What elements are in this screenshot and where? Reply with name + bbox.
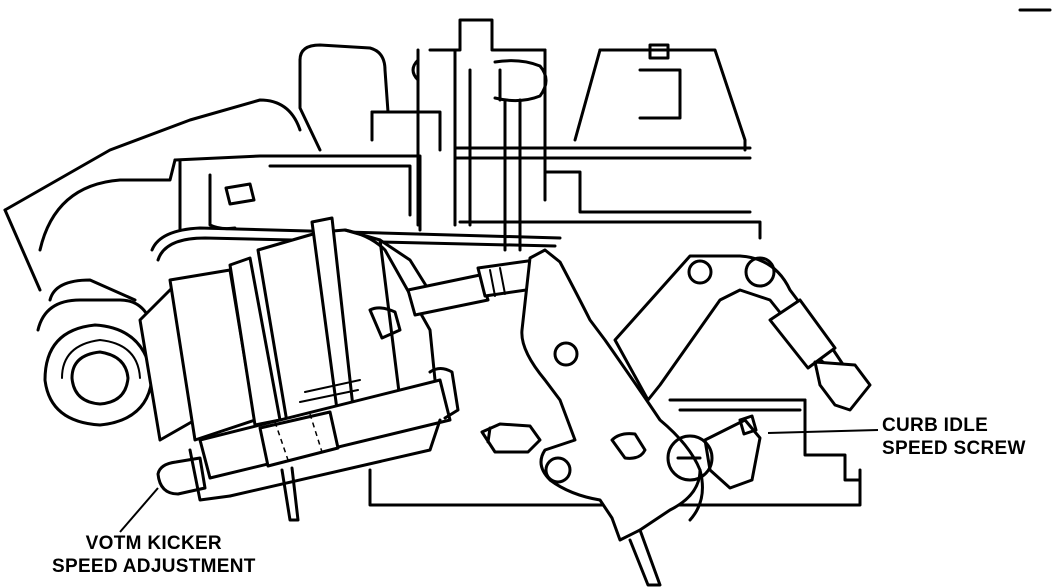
curb-idle-label-line2: SPEED SCREW bbox=[882, 438, 1026, 459]
curb-idle-label-line1: CURB IDLE bbox=[882, 415, 989, 436]
hex-nut bbox=[480, 422, 542, 454]
votm-kicker-label-line1: VOTM KICKER bbox=[85, 533, 222, 554]
votm-kicker-assembly bbox=[138, 216, 542, 522]
curb-idle-speed-screw-label: CURB IDLE SPEED SCREW bbox=[882, 414, 1026, 460]
curb-idle-leader-line bbox=[767, 429, 879, 434]
air-horn-elbow bbox=[3, 98, 302, 427]
votm-kicker-label-line2: SPEED ADJUSTMENT bbox=[52, 556, 256, 577]
throttle-lever bbox=[520, 248, 704, 587]
carburetor-upper-housing bbox=[298, 8, 1052, 252]
curb-idle-bracket bbox=[613, 254, 872, 490]
votm-kicker-speed-adjustment-label: VOTM KICKER SPEED ADJUSTMENT bbox=[52, 532, 256, 578]
carburetor-body bbox=[150, 154, 862, 507]
votm-kicker-leader-line bbox=[119, 487, 159, 533]
